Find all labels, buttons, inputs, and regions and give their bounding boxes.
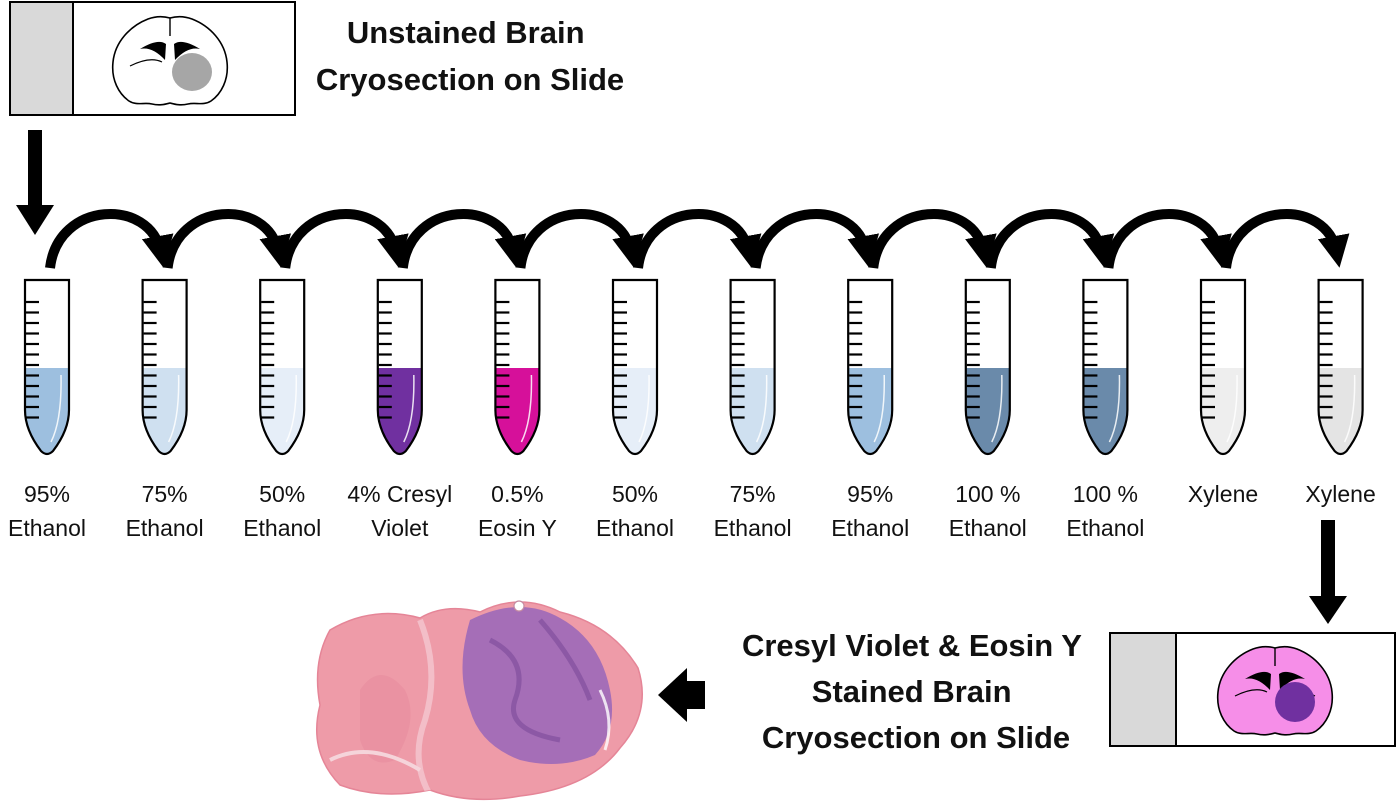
- curved-arrow: [868, 209, 997, 269]
- tube-liquid: [260, 368, 305, 454]
- tube: [847, 278, 894, 456]
- stained-tissue-photo: [316, 600, 644, 801]
- tube-label: 50%Ethanol: [243, 481, 321, 541]
- tube-liquid: [848, 368, 893, 454]
- lesion: [1275, 682, 1315, 722]
- curved-arrow: [515, 209, 644, 269]
- tube-outline: [494, 278, 541, 456]
- tube-glare: [638, 374, 650, 443]
- tube: [23, 278, 71, 456]
- tube-label: 0.5%Eosin Y: [478, 481, 557, 541]
- tube-glare: [520, 374, 533, 443]
- curved-arrow: [397, 209, 527, 269]
- tube-outline: [1082, 278, 1129, 456]
- tube-label: 75%Ethanol: [126, 481, 204, 541]
- transfer-arrows: [45, 209, 1350, 269]
- tube-label: 75%Ethanol: [714, 481, 792, 541]
- tube-label: 100 %Ethanol: [1066, 481, 1144, 541]
- stained-label: Cresyl Violet & Eosin Y Stained Brain Cr…: [742, 628, 1090, 755]
- tube-glare: [1226, 374, 1238, 443]
- tube-outline: [729, 278, 776, 456]
- tube: [1082, 278, 1129, 456]
- curved-arrow: [750, 209, 879, 269]
- stained-slide: [1109, 632, 1396, 747]
- tube-label: Xylene: [1305, 481, 1375, 507]
- curved-arrow: [280, 209, 409, 269]
- tube-label: 95%Ethanol: [8, 481, 86, 541]
- tube-glare: [1108, 374, 1121, 443]
- tube-outline: [611, 278, 659, 456]
- curved-arrow: [45, 209, 174, 269]
- tube-liquid: [965, 368, 1010, 454]
- tissue-hole: [513, 600, 525, 612]
- slide-frosted-end: [1109, 632, 1177, 747]
- tube-glare: [873, 374, 886, 443]
- tube-outline: [23, 278, 71, 456]
- down-arrow-start: [16, 130, 54, 235]
- left-arrow: [658, 668, 705, 722]
- tube-glare: [167, 374, 180, 443]
- tube: [611, 278, 659, 456]
- tube: [141, 278, 188, 456]
- tube: [259, 278, 306, 456]
- tube-label: 100 %Ethanol: [949, 481, 1027, 541]
- curved-arrow: [1103, 209, 1232, 269]
- tube-outline: [376, 278, 423, 456]
- tissue-fold: [415, 618, 435, 797]
- unstained-label: Unstained Brain Cryosection on Slide: [316, 15, 624, 97]
- tube: [729, 278, 776, 456]
- tube-outline: [847, 278, 894, 456]
- tube: [1317, 278, 1364, 456]
- tube-glare: [50, 374, 62, 443]
- tumor-texture: [488, 618, 593, 743]
- tube-glare: [285, 374, 298, 443]
- ventricle: [140, 41, 200, 60]
- down-arrow-end: [1309, 520, 1347, 624]
- slide-frosted-end: [9, 1, 74, 116]
- tube-liquid: [142, 368, 187, 454]
- tube: [376, 278, 423, 456]
- unstained-slide: [9, 1, 296, 116]
- tube-outline: [964, 278, 1011, 456]
- tube-label: Xylene: [1188, 481, 1258, 507]
- tube-glare: [1343, 374, 1356, 443]
- tissue-tear: [598, 689, 611, 751]
- tube-label: 95%Ethanol: [831, 481, 909, 541]
- tube-liquid: [495, 368, 540, 454]
- tube-row: [23, 278, 1364, 456]
- tube: [964, 278, 1011, 456]
- tube-outline: [1317, 278, 1364, 456]
- tube-liquid: [25, 368, 69, 454]
- stained-brain-section-icon: [1216, 645, 1334, 736]
- lesion: [172, 53, 212, 91]
- tube-liquid: [730, 368, 775, 454]
- curved-arrow: [985, 209, 1115, 269]
- tube-outline: [141, 278, 188, 456]
- curved-arrow: [162, 209, 291, 269]
- tube-outline: [259, 278, 306, 456]
- tissue-fold: [360, 675, 411, 763]
- tube-glare: [403, 374, 415, 443]
- tube: [1199, 278, 1247, 456]
- tissue-fold: [329, 750, 422, 772]
- tube-outline: [1199, 278, 1247, 456]
- tube: [494, 278, 541, 456]
- tube-glare: [991, 374, 1003, 443]
- tube-liquid: [377, 368, 422, 454]
- tube-liquid: [1083, 368, 1128, 454]
- tube-liquid: [1201, 368, 1245, 454]
- curved-arrow: [1221, 209, 1350, 269]
- tube-liquid: [1318, 368, 1363, 454]
- ventricle: [1245, 671, 1305, 690]
- tube-label: 50%Ethanol: [596, 481, 674, 541]
- tube-glare: [755, 374, 768, 443]
- curved-arrow: [633, 209, 762, 269]
- brain-section-icon: [111, 15, 229, 106]
- tube-liquid: [613, 368, 657, 454]
